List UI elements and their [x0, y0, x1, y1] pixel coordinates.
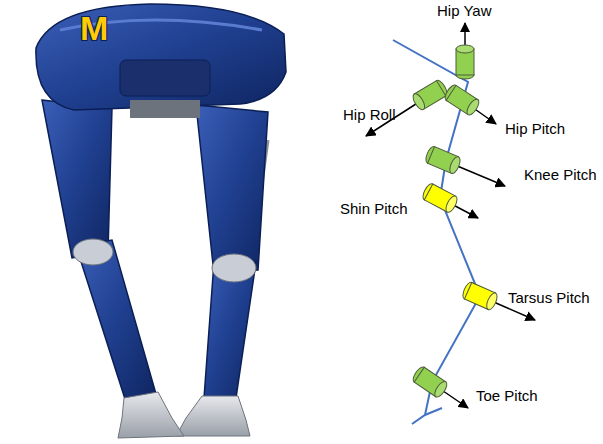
robot-body-part	[73, 239, 113, 265]
joint-label: Hip Roll	[343, 106, 396, 124]
robot-body-part	[204, 262, 256, 398]
robot-body	[36, 4, 286, 438]
robot-body-part	[176, 396, 250, 436]
joint-cylinders-part-part	[448, 155, 462, 175]
joint-cylinders-part-part	[456, 45, 474, 53]
joint-label: Shin Pitch	[340, 200, 408, 218]
robot-body-part	[42, 100, 112, 258]
robot-body-part	[36, 4, 286, 110]
joint-cylinders-part	[421, 182, 459, 214]
joint-cylinders-part	[411, 79, 449, 112]
joint-label: Toe Pitch	[476, 387, 538, 405]
joint-cylinders-part	[424, 145, 462, 175]
robot-body-part	[120, 60, 210, 96]
joint-label: Hip Yaw	[437, 2, 491, 20]
logo-letter: M	[80, 10, 108, 46]
joint-cylinders-part	[456, 45, 474, 79]
joint-label: Hip Pitch	[505, 120, 565, 138]
joint-cylinders-part-part	[485, 291, 500, 311]
joint-label: Tarsus Pitch	[508, 289, 590, 307]
kinematic-chain	[393, 40, 480, 424]
robot-body-part	[118, 392, 184, 438]
joint-cylinders-part	[411, 365, 449, 399]
kinematic-chain-part	[412, 408, 442, 424]
robot-body-part	[130, 100, 200, 118]
robot-body-part	[212, 254, 256, 282]
joint-cylinders-part-part	[465, 97, 482, 116]
kinematic-chain-part	[393, 40, 480, 415]
joint-cylinders-part-part	[444, 194, 460, 214]
robot-body-part	[196, 105, 268, 274]
joint-cylinders-part	[461, 281, 499, 311]
joint-cylinders-part	[443, 83, 481, 117]
joint-cylinders	[411, 45, 499, 399]
joint-cylinders-part-part	[432, 380, 449, 399]
joint-label: Knee Pitch	[524, 166, 597, 184]
joint-cylinders-part-part	[411, 92, 427, 112]
